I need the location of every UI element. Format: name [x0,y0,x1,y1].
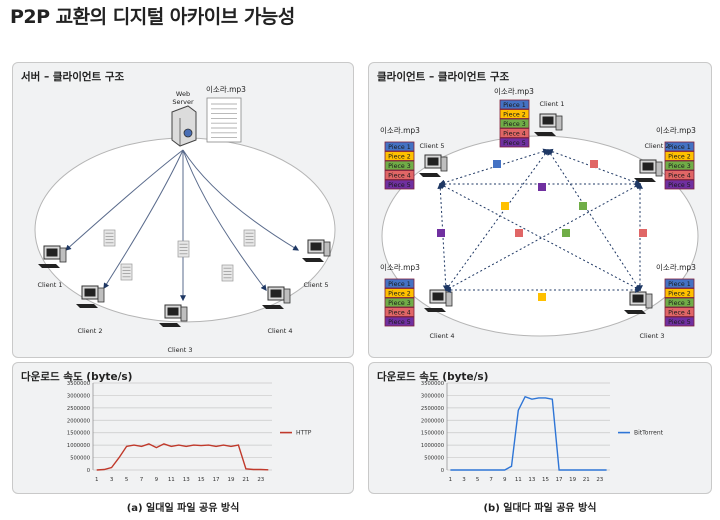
panel-title-server-client: 서버 – 클라이언트 구조 [21,71,125,83]
server-client-panel: 서버 – 클라이언트 구조 [12,62,354,358]
chart-right-title: 다운로드 속도 (byte/s) [377,371,489,383]
panel-title-client-client: 클라이언트 – 클라이언트 구조 [377,71,510,83]
right-chart-panel: 다운로드 속도 (byte/s) [368,362,712,494]
caption-left: (a) 일대일 파일 공유 방식 [126,503,240,514]
chart-left-title: 다운로드 속도 (byte/s) [21,371,133,383]
caption-right: (b) 일대다 파일 공유 방식 [483,503,597,514]
left-chart-panel: 다운로드 속도 (byte/s) [12,362,354,494]
page-title: P2P 교환의 디지털 아카이브 가능성 [10,6,295,28]
client-client-panel: 클라이언트 – 클라이언트 구조 [368,62,712,358]
